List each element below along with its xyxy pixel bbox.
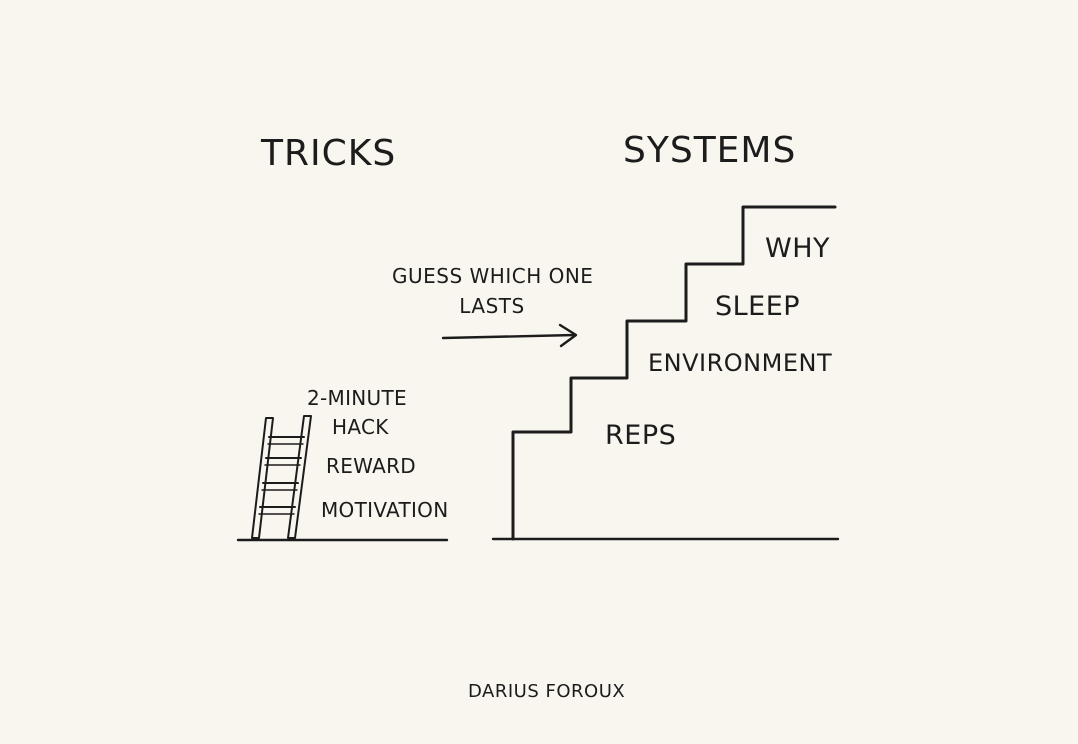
- trick-label-motivation: MOTIVATION: [321, 498, 449, 522]
- tricks-heading: TRICKS: [261, 133, 397, 174]
- note-line-2: LASTS: [459, 294, 525, 318]
- author-signature: DARIUS FOROUX: [468, 681, 626, 702]
- stair-label-reps: REPS: [605, 420, 677, 451]
- stair-label-environment: ENVIRONMENT: [648, 349, 833, 377]
- ladder-icon: [251, 415, 312, 539]
- trick-label-reward: REWARD: [326, 454, 416, 478]
- trick-label-hack: HACK: [332, 415, 389, 439]
- note-line-1: GUESS WHICH ONE: [392, 264, 594, 288]
- staircase-outline: [511, 205, 837, 541]
- systems-heading: SYSTEMS: [623, 130, 797, 171]
- stair-label-sleep: SLEEP: [715, 291, 801, 322]
- stair-label-why: WHY: [765, 233, 830, 264]
- trick-label-2-minute: 2-MINUTE: [307, 386, 407, 410]
- arrow-right-icon: [441, 323, 578, 348]
